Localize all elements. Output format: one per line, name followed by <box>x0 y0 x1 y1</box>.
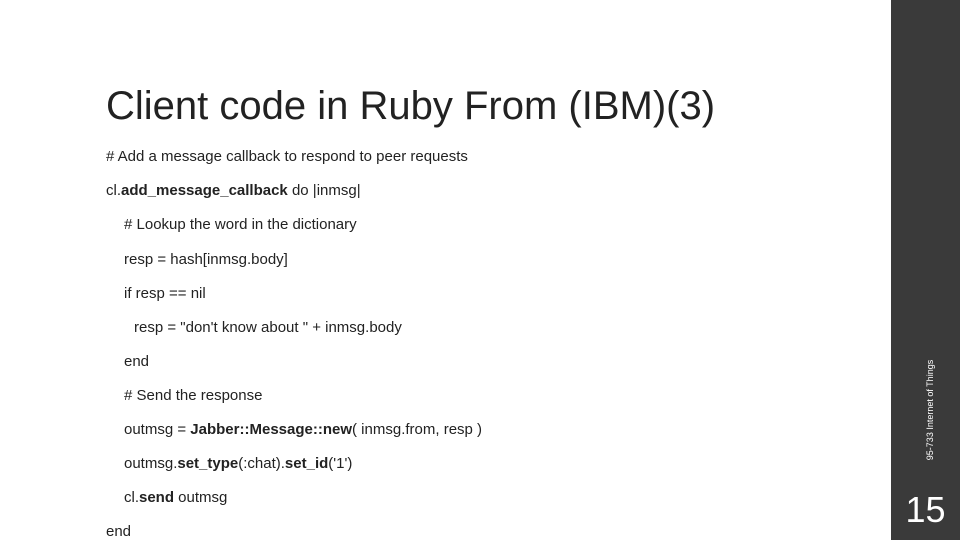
code-line-3: # Lookup the word in the dictionary <box>124 216 357 233</box>
code-line-8: # Send the response <box>124 387 263 404</box>
code-text: (:chat). <box>238 455 285 472</box>
code-text: cl. <box>124 489 139 506</box>
code-text: cl. <box>106 182 121 199</box>
code-line-6: resp = "don't know about " + inmsg.body <box>134 319 402 336</box>
code-text: outmsg <box>174 489 228 506</box>
code-text: outmsg = <box>124 421 191 438</box>
code-text: ( inmsg.from, resp ) <box>352 421 483 438</box>
code-line-2: cl.add_message_callback do |inmsg| <box>106 182 361 200</box>
code-line-9: outmsg = Jabber::Message::new( inmsg.fro… <box>124 421 482 439</box>
code-line-12: end <box>106 523 132 540</box>
code-keyword: set_type <box>177 455 239 472</box>
code-keyword: send <box>139 489 175 506</box>
code-text: outmsg. <box>124 455 178 472</box>
code-keyword: Jabber::Message::new <box>190 421 353 438</box>
code-line-10: outmsg.set_type(:chat).set_id('1') <box>124 455 352 473</box>
code-line-1: # Add a message callback to respond to p… <box>106 148 468 165</box>
page-number: 15 <box>905 489 946 530</box>
code-line-11: cl.send outmsg <box>124 489 227 507</box>
code-line-4: resp = hash[inmsg.body] <box>124 251 288 268</box>
code-line-5: if resp == nil <box>124 285 206 302</box>
sidebar <box>891 0 960 540</box>
slide-title: Client code in Ruby From (IBM)(3) <box>106 84 716 128</box>
code-keyword: add_message_callback <box>121 182 288 199</box>
code-keyword: set_id <box>284 455 329 472</box>
footer-course-label: 95-733 Internet of Things <box>925 359 935 461</box>
code-text: ('1') <box>328 455 353 472</box>
code-text: do |inmsg| <box>287 182 361 199</box>
code-line-7: end <box>124 353 150 370</box>
